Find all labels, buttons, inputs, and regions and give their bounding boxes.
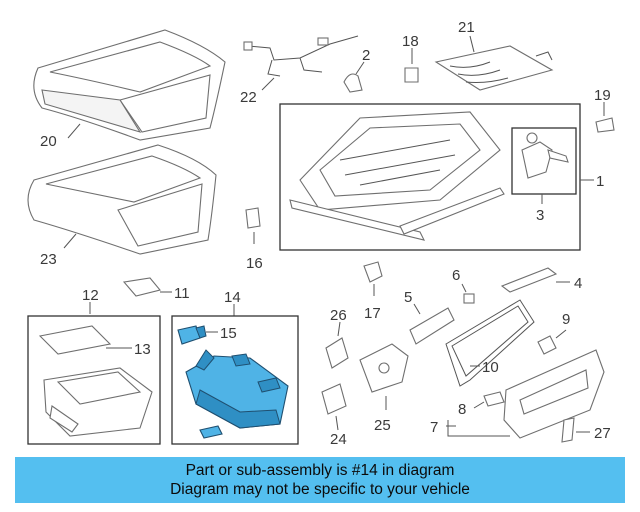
leader-21 [469,35,475,53]
part-7-side-shield [503,349,605,439]
part-2-clip [343,73,363,93]
callout-5: 5 [404,289,412,306]
part-22-wire-harness [243,35,359,77]
part-17-clip [363,261,383,283]
part-12-box [27,315,161,445]
callout-2: 2 [362,47,370,64]
callout-17: 17 [364,305,381,322]
callout-22: 22 [240,89,257,106]
callout-7: 7 [430,419,438,436]
part-12-storage-tray [38,325,153,437]
callout-13: 13 [134,341,151,358]
part-27-strip [561,417,575,443]
part-24-bracket [321,383,347,415]
callout-24: 24 [330,431,347,448]
part-26-bracket [325,337,349,369]
callout-16: 16 [246,255,263,272]
callout-4: 4 [574,275,582,292]
banner-line-2: Diagram may not be specific to your vehi… [170,481,470,498]
callout-21: 21 [458,19,475,36]
callout-23: 23 [40,251,57,268]
part-10-wire-frame [445,299,535,387]
part-11-trim [122,277,161,297]
part-1-seat-frame [289,111,505,241]
callout-8: 8 [458,401,466,418]
part-20-seat-cover [33,29,226,141]
part-23-seat-pad [27,144,217,255]
part-6-clip [463,293,475,304]
part-4-rail [500,267,558,293]
part-14-highlighted-console [185,349,289,439]
callout-11: 11 [174,285,190,302]
leader-23 [63,233,77,249]
callout-10: 10 [482,359,499,376]
leader-22 [261,77,275,91]
callout-25: 25 [374,417,391,434]
leader-7 [446,420,510,437]
callout-26: 26 [330,307,347,324]
callout-15: 15 [220,325,237,342]
leader-6 [461,283,467,293]
info-banner: Part or sub-assembly is #14 in diagram D… [15,457,625,503]
callout-12: 12 [82,287,99,304]
part-21-heater-mat [434,45,554,91]
part-18-connector [404,67,419,83]
part-14-box [171,315,299,445]
leader-5 [413,303,421,315]
callout-19: 19 [594,87,611,104]
leader-20 [67,123,81,139]
leader-8 [473,401,485,409]
callout-3: 3 [536,207,544,224]
callout-27: 27 [594,425,611,442]
part-15-highlighted-bulb [177,325,207,345]
callout-20: 20 [40,133,57,150]
leader-26 [337,321,341,337]
callout-6: 6 [452,267,460,284]
part-1-frame-box [279,103,581,251]
callout-1: 1 [596,173,604,190]
part-1-inset [511,127,577,195]
leader-2 [355,61,365,75]
part-19-bracket [595,117,615,133]
leader-9 [555,329,567,339]
callout-18: 18 [402,33,419,50]
part-5-panel [409,307,455,345]
part-9-knob [537,335,557,355]
callout-9: 9 [562,311,570,328]
part-8-cap [483,391,505,407]
callout-14: 14 [224,289,241,306]
part-25-mechanism [359,343,409,393]
leader-24 [335,415,339,431]
banner-line-1: Part or sub-assembly is #14 in diagram [185,462,455,479]
part-16-clip [245,207,261,229]
